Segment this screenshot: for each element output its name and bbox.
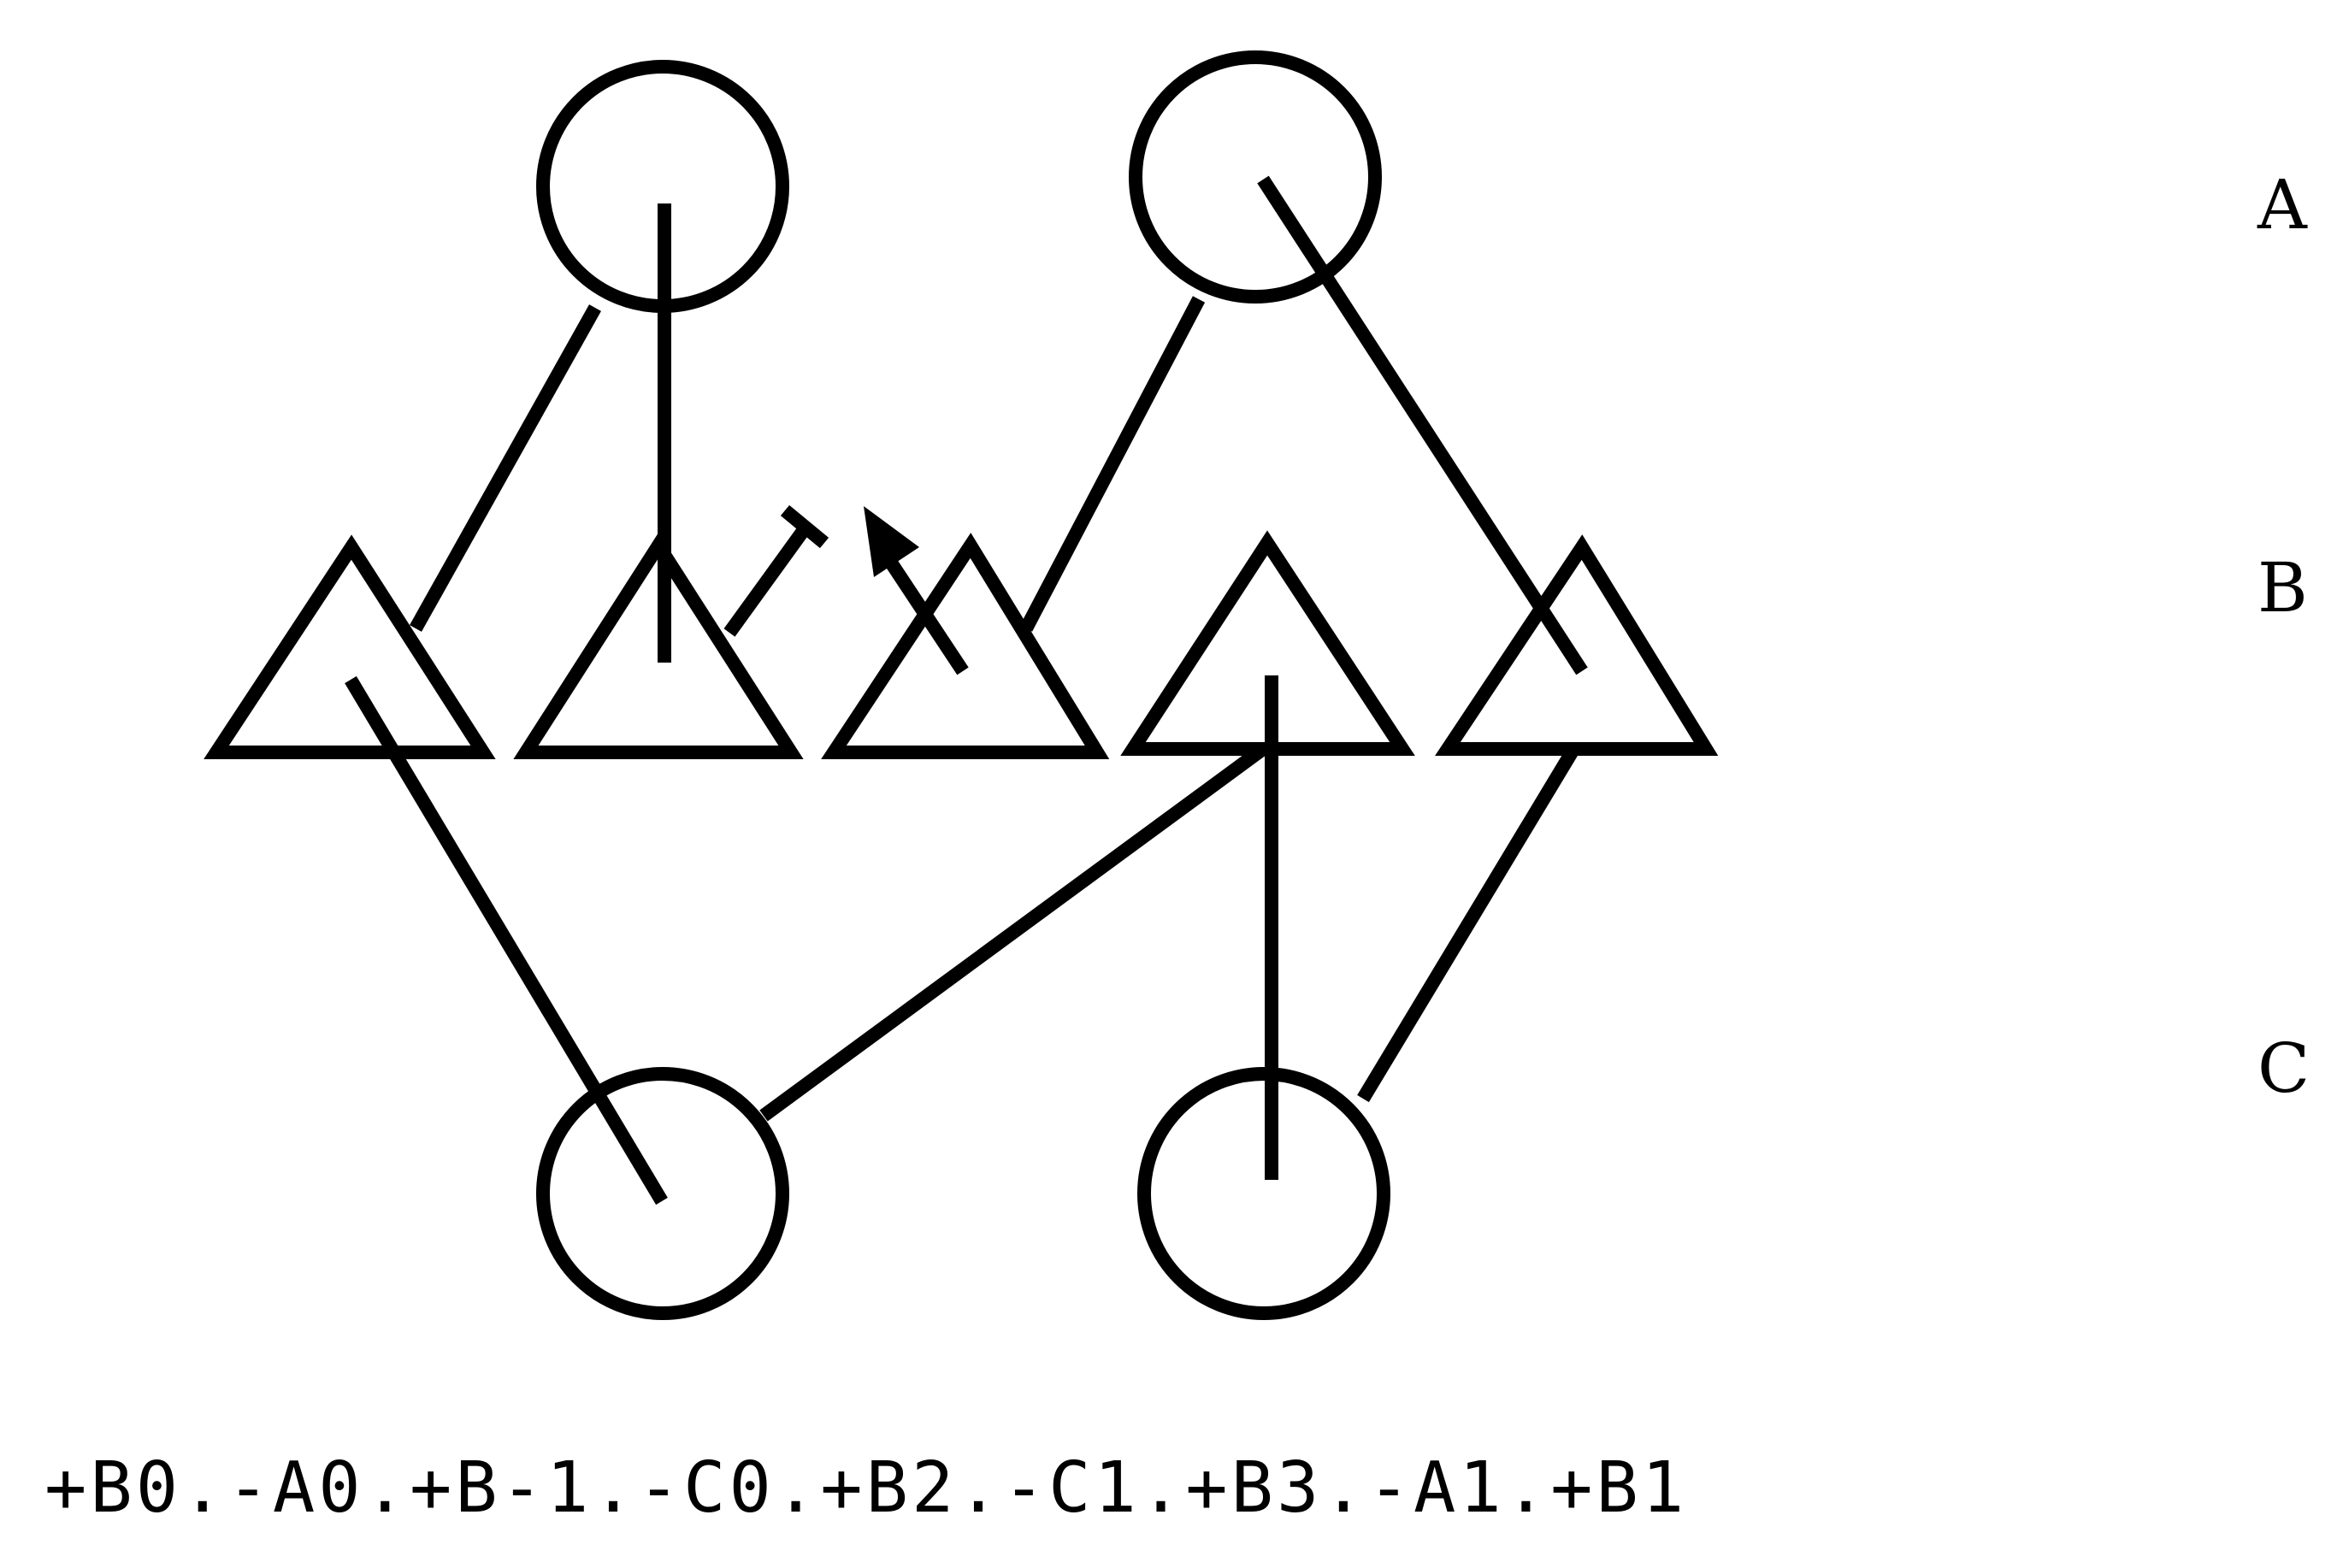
row-label-a: A: [2257, 165, 2307, 245]
node-b-1-triangle: [204, 534, 496, 759]
row-label-c: C: [2257, 1029, 2311, 1108]
arrowhead-icon: [864, 506, 919, 577]
node-b3-triangle: [1435, 534, 1719, 756]
node-b1-triangle: [821, 533, 1110, 759]
edge-a1-to-b1: [1019, 296, 1206, 632]
bar-end-cap: [780, 504, 829, 549]
bar-end-stem: [723, 523, 811, 637]
node-a1-circle: [1129, 50, 1382, 304]
row-label-b: B: [2257, 548, 2308, 628]
edge-a0-to-b-1: [410, 304, 601, 632]
node-c1-circle: [1137, 1067, 1390, 1320]
edge-a1-to-b3: [1257, 175, 1588, 675]
node-b0-triangle: [513, 533, 804, 759]
sequence-caption: +B0.-A0.+B-1.-C0.+B2.-C1.+B3.-A1.+B1: [44, 1447, 1688, 1529]
node-c0-circle: [536, 1067, 789, 1320]
arrow-stem: [883, 556, 969, 675]
edge-b-1-to-c0: [345, 675, 668, 1205]
edge-b2-to-c0: [759, 743, 1267, 1122]
edge-b3-to-c1: [1357, 748, 1578, 1103]
